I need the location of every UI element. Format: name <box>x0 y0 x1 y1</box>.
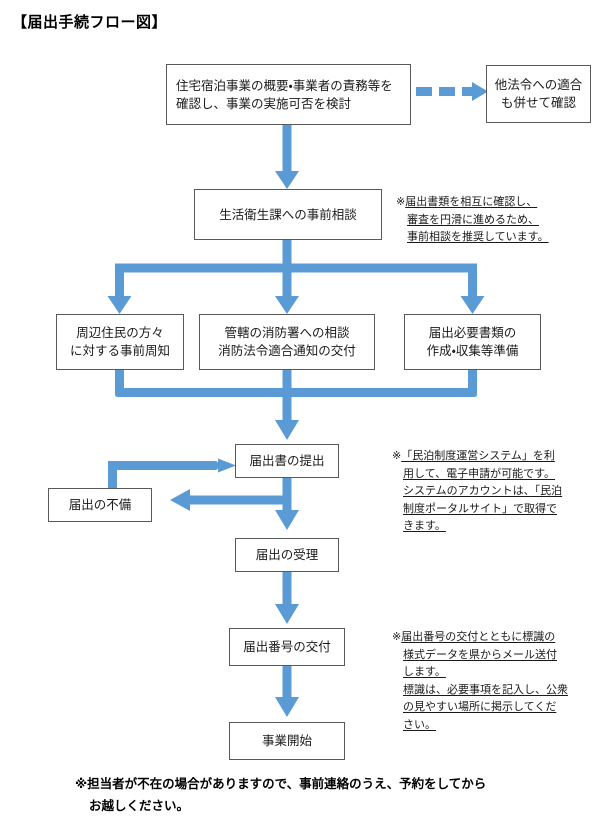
note-pre-consultation-line-1: ※届出書類を相互に確認し、 <box>396 194 549 212</box>
node-other-laws[interactable]: 他法令への適合 も併せて確認 <box>486 65 591 123</box>
footer-note: ※担当者が不在の場合がありますので、事前連絡のうえ、予約をしてから お越しくださ… <box>75 773 486 817</box>
note-sign-line-5: の見やすい場所に掲示してくだ <box>403 701 557 713</box>
note-sign: ※届出番号の交付とともに標識の 様式データを県からメール送付 します。 標識は、… <box>392 629 568 734</box>
node-accepted[interactable]: 届出の受理 <box>235 538 339 572</box>
node-overview-line-2: 確認し、事業の実施可否を検討 <box>176 96 352 111</box>
note-system: ※「民泊制度運営システム」を利 用して、電子申請が可能です。 システムのアカウン… <box>392 448 562 536</box>
note-sign-line-3: します。 <box>403 666 446 678</box>
node-neighbors-line-2: に対する事前周知 <box>69 344 170 358</box>
note-system-line-4: 制度ポータルサイト」で取得で <box>403 502 557 515</box>
node-submit[interactable]: 届出書の提出 <box>235 444 339 478</box>
note-sign-line-1: ※届出番号の交付とともに標識の <box>392 629 568 647</box>
note-system-line-1: ※「民泊制度運営システム」を利 <box>392 448 562 466</box>
note-pre-consultation-line-2: 審査を円滑に進めるため、 <box>407 213 539 226</box>
node-fire-department-line-1: 管轄の消防署への相談 <box>224 326 350 340</box>
note-sign-line-4: 標識は、必要事項を記入し、公衆 <box>403 683 568 696</box>
note-system-line-5: きます。 <box>403 520 446 532</box>
note-sign-line-6: さい。 <box>403 718 436 731</box>
node-overview-line-1: 住宅宿泊事業の概要・事業者の責務等を <box>176 78 393 93</box>
arrow-submit-to-accepted <box>275 478 299 530</box>
node-documents-line-1: 届出必要書類の <box>428 326 517 340</box>
note-system-line-3: システムのアカウントは、「民泊 <box>403 485 563 497</box>
page-title: 【届出手続フロー図】 <box>12 13 168 31</box>
arrow-overview-to-preconsultation <box>275 125 299 189</box>
arrow-merge-three-branches <box>115 370 477 440</box>
node-other-laws-line-2: も併せて確認 <box>500 96 576 110</box>
node-fire-department[interactable]: 管轄の消防署への相談 消防法令適合通知の交付 <box>199 314 375 370</box>
footer-line-1: ※担当者が不在の場合がありますので、事前連絡のうえ、予約をしてから <box>75 776 487 791</box>
note-mark: ※ <box>396 196 406 208</box>
node-pre-consultation[interactable]: 生活衛生課への事前相談 <box>194 189 382 240</box>
note-pre-consultation-line-3: 事前相談を推奨しています。 <box>407 231 549 243</box>
node-neighbors-line-1: 周辺住民の方々 <box>76 326 164 340</box>
arrow-deficiency-to-submit <box>108 458 236 492</box>
arrow-accepted-to-number <box>275 572 299 624</box>
arrow-number-to-start <box>275 666 299 717</box>
note-system-line-2: 用して、電子申請が可能です。 <box>403 467 556 480</box>
node-deficiency[interactable]: 届出の不備 <box>48 488 152 522</box>
node-other-laws-line-1: 他法令への適合 <box>494 78 583 92</box>
node-documents[interactable]: 届出必要書類の 作成・収集等準備 <box>404 314 541 370</box>
note-sign-line-2: 様式データを県からメール送付 <box>403 648 557 661</box>
arrow-overview-to-otherlaws-dashed <box>416 82 488 101</box>
node-deficiency-line-1: 届出の不備 <box>68 498 132 512</box>
note-pre-consultation: ※届出書類を相互に確認し、 審査を円滑に進めるため、 事前相談を推奨しています。 <box>396 194 549 247</box>
node-number-issued[interactable]: 届出番号の交付 <box>229 628 345 666</box>
footer-line-2: お越しください。 <box>89 798 190 813</box>
node-submit-line-1: 届出書の提出 <box>249 454 325 468</box>
node-business-start[interactable]: 事業開始 <box>229 722 345 760</box>
note-mark: ※ <box>392 631 402 643</box>
node-pre-consultation-line-1: 生活衛生課への事前相談 <box>219 207 357 222</box>
arrow-split-three-branches <box>107 240 485 314</box>
node-accepted-line-1: 届出の受理 <box>255 548 319 562</box>
node-overview[interactable]: 住宅宿泊事業の概要・事業者の責務等を 確認し、事業の実施可否を検討 <box>166 64 411 125</box>
arrow-submit-to-deficiency <box>170 489 288 511</box>
node-documents-line-2: 作成・収集等準備 <box>426 344 519 358</box>
note-mark: ※ <box>392 450 402 462</box>
node-neighbors[interactable]: 周辺住民の方々 に対する事前周知 <box>56 314 184 370</box>
node-number-issued-line-1: 届出番号の交付 <box>243 640 331 654</box>
node-fire-department-line-2: 消防法令適合通知の交付 <box>218 344 356 358</box>
node-business-start-line-1: 事業開始 <box>261 734 312 748</box>
